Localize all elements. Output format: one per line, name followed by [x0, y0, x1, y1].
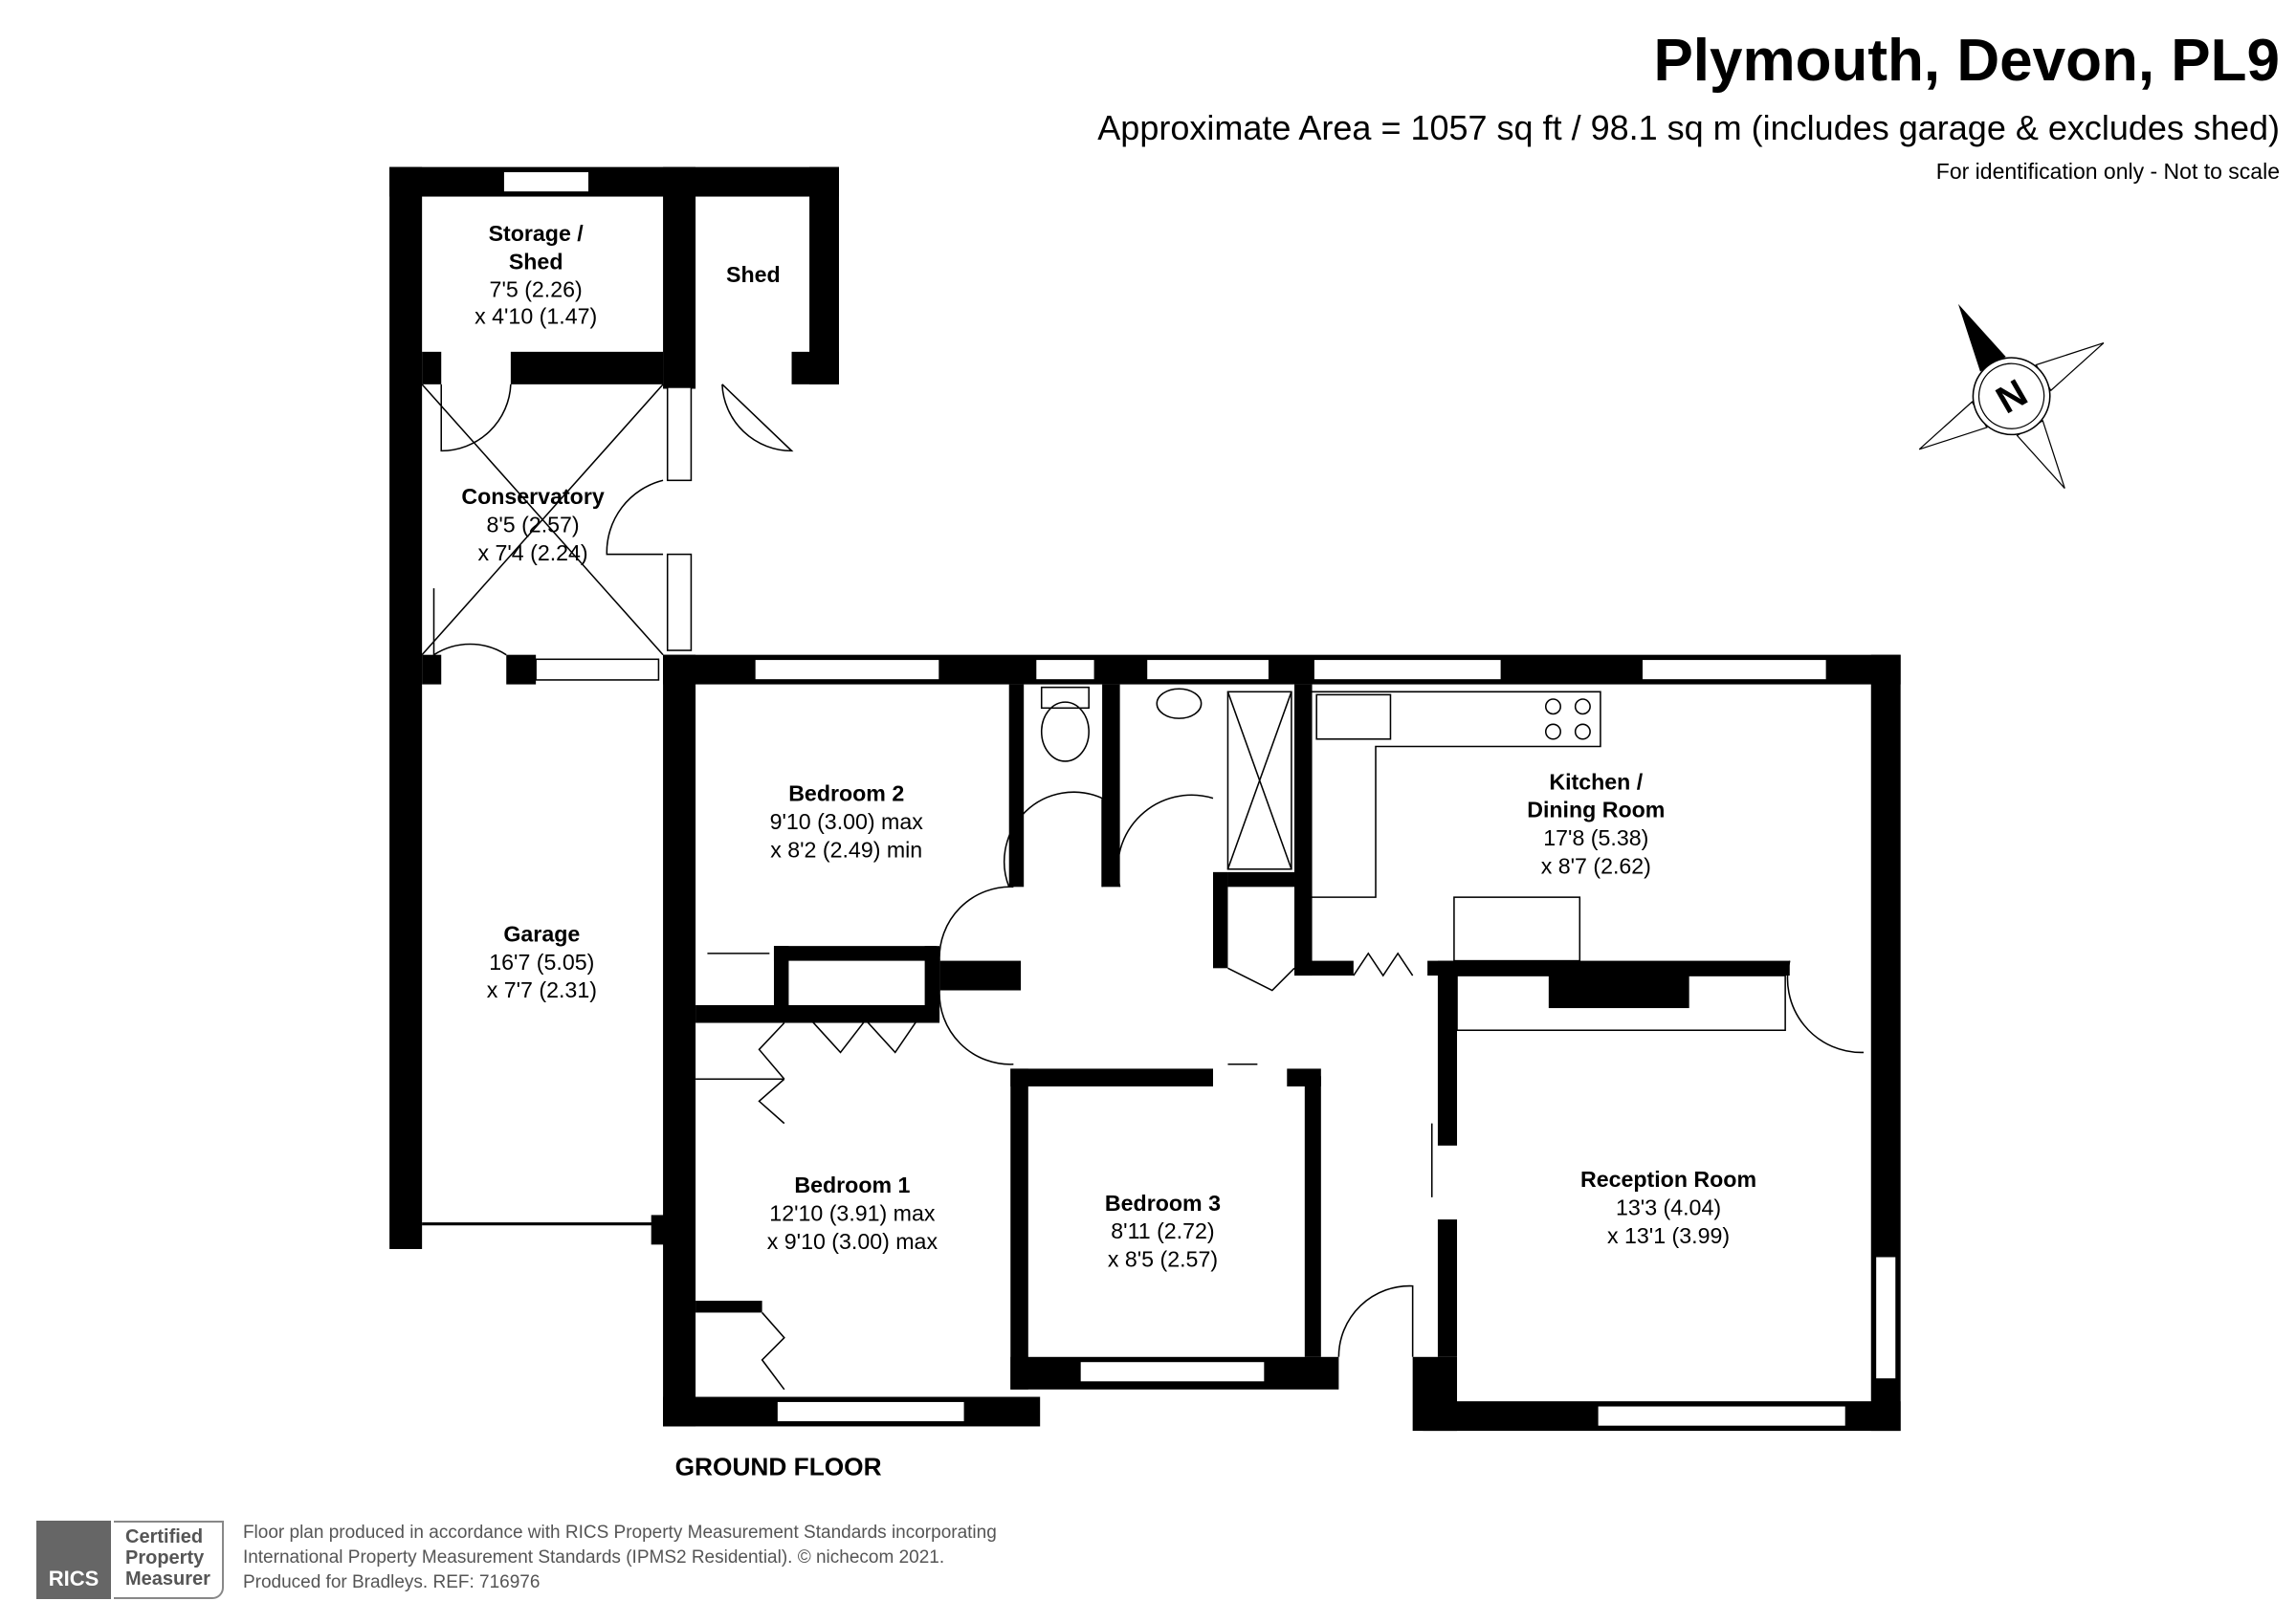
room-dimension: 7'5 (2.26) — [490, 277, 583, 302]
room-dimension: 16'7 (5.05) — [489, 950, 594, 975]
badge-line: Property — [125, 1547, 205, 1568]
footer-line: Floor plan produced in accordance with R… — [242, 1523, 997, 1543]
footer-text: Floor plan produced in accordance with R… — [243, 1521, 997, 1599]
room-name: Storage / — [489, 221, 585, 246]
room-name: Garage — [503, 922, 580, 947]
room-dimension: x 8'2 (2.49) min — [770, 837, 922, 862]
approximate-area: Approximate Area = 1057 sq ft / 98.1 sq … — [1097, 108, 2280, 147]
doors-fixtures — [421, 384, 1865, 1391]
compass: N — [1918, 303, 2105, 489]
room-name: Shed — [509, 249, 563, 274]
badge-line: Certified — [125, 1526, 204, 1547]
scale-note: For identification only - Not to scale — [1935, 159, 2280, 184]
footer: RICS Certified Property Measurer Floor p… — [36, 1521, 997, 1599]
room-name: Reception Room — [1580, 1167, 1756, 1192]
room-name: Kitchen / — [1549, 769, 1643, 794]
room-dimension: x 8'5 (2.57) — [1108, 1247, 1218, 1272]
room-dimension: x 8'7 (2.62) — [1541, 853, 1651, 878]
room-dimension: 13'3 (4.04) — [1616, 1195, 1721, 1219]
room-dimension: x 7'7 (2.31) — [487, 977, 597, 1002]
room-dimension: 8'11 (2.72) — [1111, 1218, 1214, 1243]
floor-label: GROUND FLOOR — [675, 1452, 882, 1480]
room-dimension: 8'5 (2.57) — [486, 512, 579, 537]
rics-logo: RICS — [36, 1521, 111, 1599]
badge-line: Measurer — [125, 1568, 210, 1590]
certified-badge: Certified Property Measurer — [114, 1521, 224, 1599]
room-name: Dining Room — [1527, 798, 1665, 822]
room-dimension: x 4'10 (1.47) — [475, 303, 597, 328]
windows — [502, 170, 1897, 1428]
room-dimension: 12'10 (3.91) max — [769, 1201, 936, 1226]
room-labels: Storage / Shed 7'5 (2.26) x 4'10 (1.47) … — [461, 221, 1756, 1481]
room-dimension: 17'8 (5.38) — [1543, 825, 1648, 850]
footer-line: Produced for Bradleys. REF: 716976 — [242, 1572, 541, 1592]
room-dimension: x 13'1 (3.99) — [1607, 1223, 1730, 1248]
room-name: Bedroom 3 — [1105, 1191, 1221, 1216]
room-dimension: 9'10 (3.00) max — [770, 809, 924, 834]
room-name: Conservatory — [461, 484, 604, 509]
rics-logo-text: RICS — [48, 1567, 99, 1590]
property-title: Plymouth, Devon, PL9 — [1653, 28, 2280, 94]
room-name: Shed — [726, 262, 781, 287]
room-dimension: x 7'4 (2.24) — [477, 540, 587, 565]
room-name: Bedroom 1 — [794, 1173, 910, 1197]
room-name: Bedroom 2 — [788, 781, 904, 806]
footer-line: International Property Measurement Stand… — [242, 1547, 945, 1568]
room-dimension: x 9'10 (3.00) max — [767, 1229, 938, 1254]
